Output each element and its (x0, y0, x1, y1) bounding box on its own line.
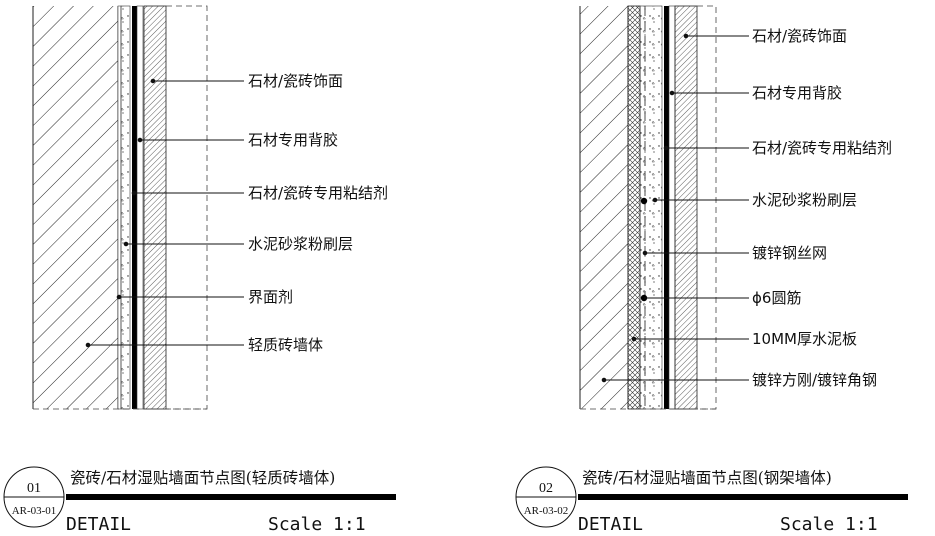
detail-2-title-bar (578, 494, 908, 500)
interface-agent-layer (117, 5, 122, 410)
detail-2-leaders (601, 33, 749, 383)
light-brick-wall (33, 6, 118, 409)
rebar-dot (640, 197, 648, 205)
detail-1-title-bar (66, 494, 396, 500)
detail-1-sheet-ref: AR-03-01 (12, 505, 57, 517)
cement-board-layer (627, 5, 641, 410)
detail-1-title: 瓷砖/石材湿贴墙面节点图(轻质砖墙体) (70, 469, 335, 487)
detail-1-detail-text: DETAIL (66, 514, 131, 535)
detail-2-title: 瓷砖/石材湿贴墙面节点图(钢架墙体) (582, 469, 832, 487)
detail-1-labels: 石材/瓷砖饰面 石材专用背胶 石材/瓷砖专用粘结剂 水泥砂浆粉刷层 界面剂 轻质… (248, 72, 388, 354)
tile-adhesive-layer-2 (664, 6, 669, 409)
detail-2-scale: Scale 1:1 (780, 514, 878, 535)
label-stone-tile-facing: 石材/瓷砖饰面 (752, 27, 847, 45)
detail-2-title-block: 02 AR-03-02 瓷砖/石材湿贴墙面节点图(钢架墙体) DETAIL Sc… (515, 466, 908, 535)
detail-2-section (579, 5, 717, 410)
cement-mortar-layer-2 (639, 5, 663, 410)
label-tile-adhesive: 石材/瓷砖专用粘结剂 (752, 139, 892, 157)
detail-1-number: 01 (27, 481, 41, 496)
cement-mortar-layer (120, 5, 131, 410)
detail-1-scale: Scale 1:1 (268, 514, 366, 535)
label-stone-back-glue: 石材专用背胶 (248, 131, 338, 149)
label-galvanized-wire-mesh: 镀锌钢丝网 (752, 244, 827, 262)
stone-tile-facing-2 (674, 5, 698, 410)
section-break-outline (166, 5, 208, 410)
back-glue-layer-2 (668, 5, 676, 410)
label-cement-board: 10MM厚水泥板 (752, 330, 857, 348)
steel-frame-wall (580, 6, 628, 409)
label-light-brick-wall: 轻质砖墙体 (248, 336, 323, 354)
label-round-rebar: ϕ6圆筋 (752, 289, 801, 307)
detail-1-section (32, 5, 208, 410)
label-interface-agent: 界面剂 (248, 288, 293, 306)
label-stone-back-glue: 石材专用背胶 (752, 84, 842, 102)
back-glue-layer (136, 5, 144, 410)
detail-1-leaders (85, 78, 244, 348)
section-break-outline-2 (697, 5, 717, 410)
label-cement-mortar: 水泥砂浆粉刷层 (248, 235, 353, 253)
label-tile-adhesive: 石材/瓷砖专用粘结剂 (248, 184, 388, 202)
detail-2-detail-text: DETAIL (578, 514, 643, 535)
label-stone-tile-facing: 石材/瓷砖饰面 (248, 72, 343, 90)
detail-1-title-block: 01 AR-03-01 瓷砖/石材湿贴墙面节点图(轻质砖墙体) DETAIL S… (3, 466, 396, 535)
tile-adhesive-layer (132, 6, 137, 409)
detail-2-number: 02 (539, 481, 553, 496)
detail-2-labels: 石材/瓷砖饰面 石材专用背胶 石材/瓷砖专用粘结剂 水泥砂浆粉刷层 镀锌钢丝网 … (752, 27, 892, 389)
detail-2-sheet-ref: AR-03-02 (524, 505, 569, 517)
label-galvanized-steel: 镀锌方刚/镀锌角钢 (752, 371, 877, 389)
stone-tile-facing (143, 5, 167, 410)
label-cement-mortar: 水泥砂浆粉刷层 (752, 191, 857, 209)
